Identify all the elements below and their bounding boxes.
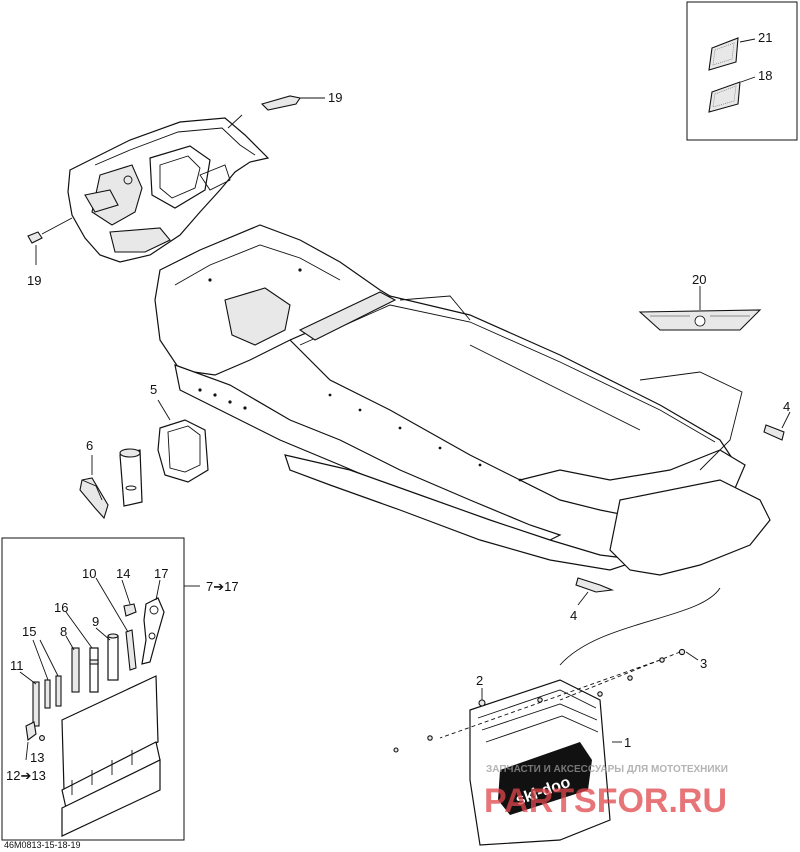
watermark-line-1: ЗАПЧАСТИ И АКСЕССУАРЫ ДЛЯ МОТОТЕХНИКИ xyxy=(486,764,728,775)
callout-4-upper: 4 xyxy=(783,399,790,414)
callout-6: 6 xyxy=(86,438,93,453)
tool-bag-part[interactable] xyxy=(61,675,161,837)
callout-16: 16 xyxy=(54,600,68,615)
watermark-line-2: PARTSFOR.RU xyxy=(484,782,727,820)
callout-8: 8 xyxy=(60,624,67,639)
tool-17-part[interactable] xyxy=(141,597,165,665)
tool-15-part[interactable] xyxy=(44,675,62,709)
cover-5-part[interactable] xyxy=(157,419,209,483)
callout-11: 11 xyxy=(10,658,24,673)
callout-20: 20 xyxy=(692,272,706,287)
screw-2-part[interactable] xyxy=(478,699,486,707)
snow-flap-part[interactable]: ski-doo xyxy=(469,679,611,846)
callout-21: 21 xyxy=(758,30,772,45)
tool-9-part[interactable] xyxy=(107,633,119,681)
callout-5: 5 xyxy=(150,382,157,397)
decal-19-side-part[interactable] xyxy=(27,231,43,244)
chassis-frame-part[interactable] xyxy=(154,224,771,576)
decal-18-part[interactable] xyxy=(708,81,741,113)
callout-9: 9 xyxy=(92,614,99,629)
callout-19-side: 19 xyxy=(27,273,41,288)
decal-21-part[interactable] xyxy=(708,37,739,71)
callout-19-top: 19 xyxy=(328,90,342,105)
tool-12-part[interactable] xyxy=(25,721,37,741)
callout-18: 18 xyxy=(758,68,772,83)
strap-6-part[interactable] xyxy=(79,477,109,520)
tool-11-part[interactable] xyxy=(32,681,40,727)
decal-19-top-part[interactable] xyxy=(260,95,301,111)
tool-10-part[interactable] xyxy=(125,629,137,671)
tool-13-part[interactable] xyxy=(39,735,45,741)
callout-3: 3 xyxy=(700,656,707,671)
tool-8-part[interactable] xyxy=(71,647,80,693)
front-console-part[interactable] xyxy=(67,117,270,263)
spark-plug-holder-part[interactable] xyxy=(119,448,143,507)
tool-14-part[interactable] xyxy=(123,603,137,617)
diagram-reference-number: 46M0813-15-18-19 xyxy=(4,840,81,850)
callout-7-17: 7➔17 xyxy=(206,579,239,594)
hardware-3-parts[interactable] xyxy=(393,648,686,753)
callout-1: 1 xyxy=(624,735,631,750)
callout-4-lower: 4 xyxy=(570,608,577,623)
callout-12-13: 12➔13 xyxy=(6,768,46,783)
toolkit-inset: 7➔17 11 15 8 16 xyxy=(1,537,239,841)
callout-17: 17 xyxy=(154,566,168,581)
callout-10: 10 xyxy=(82,566,96,581)
callout-15: 15 xyxy=(22,624,36,639)
reflector-4-lower-part[interactable] xyxy=(575,577,615,593)
callout-13: 13 xyxy=(30,750,44,765)
watermark: ЗАПЧАСТИ И АКСЕССУАРЫ ДЛЯ МОТОТЕХНИКИ PA… xyxy=(484,764,728,820)
reflector-4-upper-part[interactable] xyxy=(763,424,785,441)
callout-14: 14 xyxy=(116,566,130,581)
decal-inset: 21 18 xyxy=(686,1,798,141)
decal-20-part[interactable] xyxy=(638,309,762,331)
callout-2: 2 xyxy=(476,673,483,688)
tool-16-part[interactable] xyxy=(89,647,99,693)
